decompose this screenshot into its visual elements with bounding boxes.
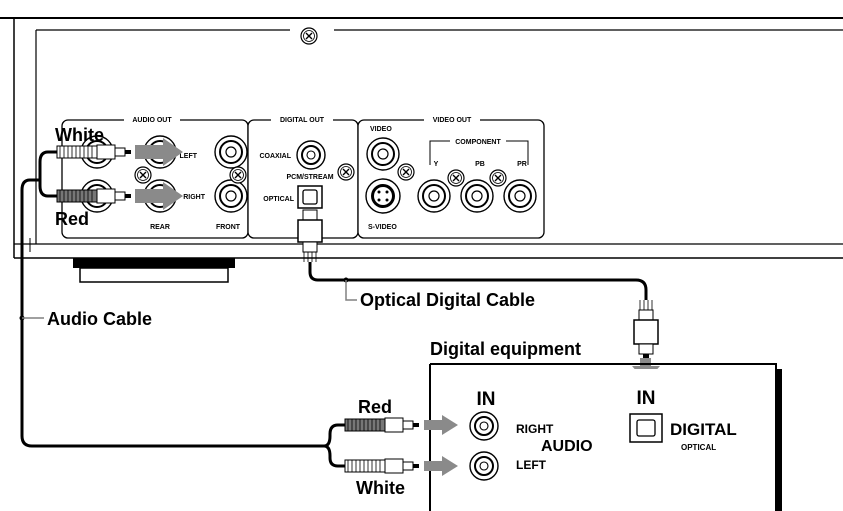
audio-left-in-jack-icon xyxy=(469,451,499,481)
audio-rear-label: REAR xyxy=(150,224,170,231)
screw-icon xyxy=(489,169,507,187)
video-out-title: VIDEO OUT xyxy=(433,117,472,124)
player-rear-panel xyxy=(0,17,843,283)
s-video-label: S-VIDEO xyxy=(368,224,397,231)
audio-right-in-jack-icon xyxy=(469,411,499,441)
screw-icon xyxy=(397,163,415,181)
in-audio-label: IN xyxy=(477,389,496,410)
equip-optical-label: OPTICAL xyxy=(681,443,716,452)
video-label: VIDEO xyxy=(370,126,392,133)
optical-in-port-icon xyxy=(629,413,663,443)
coaxial-jack-icon xyxy=(296,140,326,170)
optical-out-label: OPTICAL xyxy=(263,196,294,203)
component-y-jack-icon xyxy=(417,179,451,213)
audio-out-title: AUDIO OUT xyxy=(132,117,172,124)
screw-icon xyxy=(134,166,152,184)
component-pb-jack-icon xyxy=(460,179,494,213)
screw-icon xyxy=(337,163,355,181)
coaxial-label: COAXIAL xyxy=(260,153,292,160)
optical-cable-label: Optical Digital Cable xyxy=(360,290,535,310)
equip-audio-label: AUDIO xyxy=(541,438,593,455)
digital-equipment-label: Digital equipment xyxy=(430,339,581,359)
equip-right-label: RIGHT xyxy=(516,422,554,436)
screw-icon xyxy=(229,166,247,184)
red-label-top: Red xyxy=(55,209,89,229)
screw-icon xyxy=(300,27,318,45)
audio-cable-label: Audio Cable xyxy=(47,309,152,329)
audio-right-label: RIGHT xyxy=(183,194,206,201)
red-plug-icon xyxy=(344,417,420,433)
white-label-top: White xyxy=(55,125,104,145)
component-pb-label: PB xyxy=(475,161,485,168)
digital-out-panel: DIGITAL OUT COAXIAL PCM/STREAM OPTICAL xyxy=(247,114,359,239)
in-digital-label: IN xyxy=(637,388,656,409)
pcm-stream-label: PCM/STREAM xyxy=(286,174,333,181)
audio-cable-label-group: Audio Cable xyxy=(19,309,152,329)
white-label-bottom: White xyxy=(356,478,405,498)
component-pr-label: PR xyxy=(517,161,527,168)
optical-cable-label-group: Optical Digital Cable xyxy=(343,277,535,310)
digital-out-title: DIGITAL OUT xyxy=(280,117,325,124)
audio-cable-equipment-end xyxy=(315,415,458,476)
component-y-label: Y xyxy=(434,161,439,168)
component-label: COMPONENT xyxy=(455,139,501,146)
video-out-panel: VIDEO OUT VIDEO COMPONENT Y PB PR S-VIDE… xyxy=(357,114,545,239)
equip-left-label: LEFT xyxy=(516,458,547,472)
digital-equipment-box: IN RIGHT AUDIO LEFT IN DIGITAL OPTICAL xyxy=(429,363,782,511)
audio-front-label: FRONT xyxy=(216,224,241,231)
video-jack-icon xyxy=(366,137,400,171)
red-label-bottom: Red xyxy=(358,397,392,417)
white-plug-icon xyxy=(344,458,420,474)
jack-icon xyxy=(214,179,248,213)
audio-left-label: LEFT xyxy=(180,153,198,160)
component-pr-jack-icon xyxy=(503,179,537,213)
screw-icon xyxy=(447,169,465,187)
audio-cable-player-end xyxy=(20,138,315,448)
equip-digital-label: DIGITAL xyxy=(670,420,737,439)
jack-icon xyxy=(214,135,248,169)
